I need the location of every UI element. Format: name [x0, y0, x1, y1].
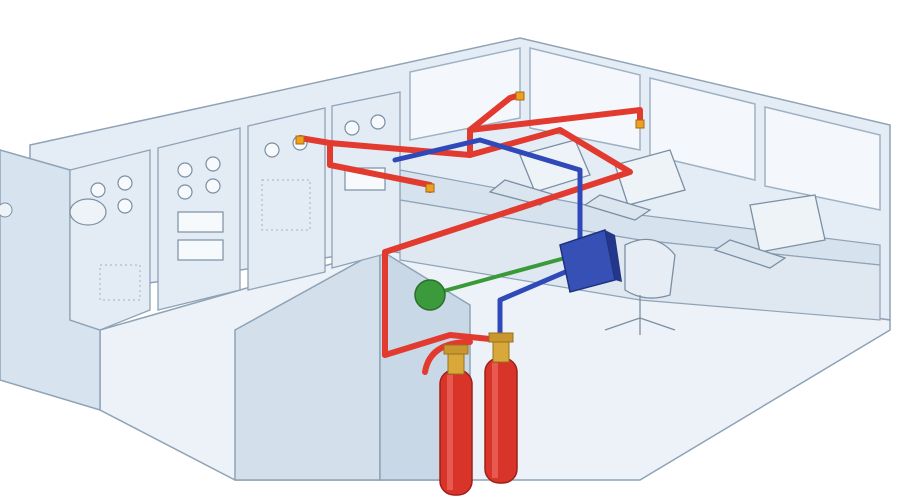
gas-cylinder-icon — [439, 344, 473, 496]
window-row — [409, 47, 881, 211]
office-chair-icon — [604, 238, 676, 335]
computer-monitor-icon — [583, 149, 686, 221]
equipment-racks — [0, 91, 401, 412]
green-detector-line — [438, 256, 567, 294]
red-discharge-pipe — [297, 92, 643, 375]
window-pane — [409, 47, 521, 141]
control-panel-icon — [559, 229, 622, 293]
window-pane — [529, 47, 641, 151]
rack-panel-1 — [69, 149, 151, 331]
meter-display-icon — [177, 167, 386, 261]
smoke-detector-icon — [414, 279, 446, 311]
rack-knob-icon — [0, 202, 13, 218]
window-pane — [764, 106, 881, 211]
rack-panel-3 — [247, 107, 326, 291]
blue-control-pipe — [392, 137, 583, 348]
workstations — [488, 139, 826, 269]
access-hatch-icon — [69, 198, 107, 226]
gas-cylinder-icon — [484, 332, 518, 484]
indicator-grid — [99, 179, 311, 301]
discharge-nozzle-icon — [295, 91, 645, 193]
computer-monitor-icon — [713, 194, 826, 269]
window-pane — [649, 77, 756, 181]
